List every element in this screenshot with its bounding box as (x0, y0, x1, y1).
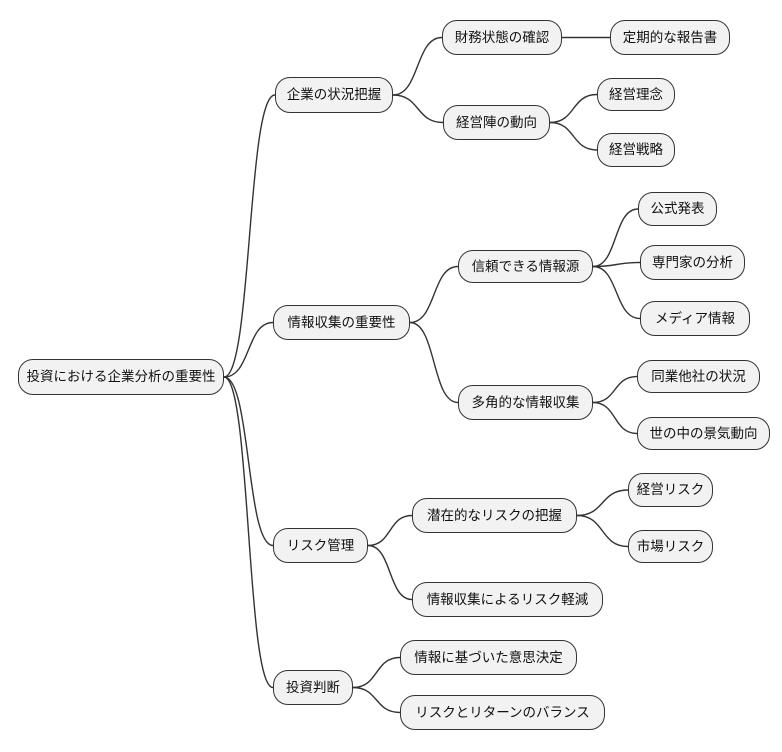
edge-root-k4 (223, 376, 274, 689)
node-label: 情報収集の重要性 (287, 314, 396, 330)
edge-k1-k1a (392, 36, 443, 96)
node-label: 世の中の景気動向 (649, 425, 758, 441)
mindmap-node-k2a1: 公式発表 (638, 192, 717, 226)
edge-root-k2 (223, 321, 274, 378)
node-label: 潜在的なリスクの把握 (427, 507, 562, 523)
mindmap-node-k1a1: 定期的な報告書 (610, 20, 730, 55)
mindmap-node-k3: リスク管理 (273, 528, 368, 563)
edge-k2-k2a (409, 265, 459, 324)
edge-k2a-k2a3 (592, 265, 641, 320)
edge-root-k1 (223, 94, 276, 378)
node-label: 投資判断 (286, 679, 340, 695)
node-label: リスクとリターンのバランス (415, 704, 590, 720)
edge-k3-k3b (367, 544, 413, 601)
mindmap-node-k2: 情報収集の重要性 (273, 305, 410, 340)
mindmap-node-k1b: 経営陣の動向 (443, 105, 550, 140)
node-label: 経営リスク (636, 482, 705, 498)
edge-k2b-k2b1 (592, 375, 638, 404)
edge-k3-k3a (367, 514, 413, 547)
edge-k2a-k2a1 (592, 208, 639, 268)
node-label: 情報に基づいた意思決定 (414, 649, 563, 665)
edge-k1b-k1b1 (549, 93, 598, 124)
mindmap-node-k2a3: メディア情報 (640, 301, 750, 336)
mindmap-node-k2a: 信頼できる情報源 (458, 250, 593, 283)
edge-k1-k1b (392, 94, 444, 124)
node-label: 定期的な報告書 (622, 29, 718, 45)
mindmap-node-k4: 投資判断 (273, 670, 353, 705)
mindmap-node-k3a: 潜在的なリスクの把握 (412, 498, 577, 533)
edge-k3a-k3a1 (576, 489, 629, 517)
mindmap-node-k1b1: 経営理念 (597, 78, 675, 111)
mindmap-node-k4b: リスクとリターンのバランス (400, 695, 605, 730)
node-label: 投資における企業分析の重要性 (26, 369, 216, 385)
edge-k2a-k2a2 (592, 261, 641, 268)
mindmap-node-k2b: 多角的な情報収集 (458, 385, 593, 420)
mindmap-node-k4a: 情報に基づいた意思決定 (400, 640, 577, 675)
node-label: 市場リスク (636, 538, 705, 554)
mindmap-node-k1b2: 経営戦略 (597, 133, 675, 167)
node-label: 経営戦略 (609, 142, 663, 158)
edge-k4-k4b (352, 686, 401, 714)
edge-k4-k4a (352, 656, 401, 689)
mindmap-node-root: 投資における企業分析の重要性 (18, 359, 224, 395)
node-label: 経営陣の動向 (456, 114, 537, 130)
mindmap-node-k2a2: 専門家の分析 (640, 245, 745, 280)
mindmap-node-k2b2: 世の中の景気動向 (637, 417, 770, 450)
node-label: 企業の状況把握 (286, 87, 382, 103)
node-label: 経営理念 (609, 86, 663, 102)
node-label: 公式発表 (650, 201, 705, 217)
node-label: 同業他社の状況 (651, 368, 746, 384)
edge-k3a-k3a2 (576, 514, 629, 548)
mindmap-node-k3a1: 経営リスク (628, 473, 713, 507)
node-label: 多角的な情報収集 (471, 394, 580, 410)
node-label: 専門家の分析 (652, 254, 733, 270)
edge-k2b-k2b2 (592, 401, 638, 435)
node-label: 信頼できる情報源 (471, 258, 580, 274)
edge-root-k3 (223, 376, 274, 547)
mindmap-node-k3b: 情報収集によるリスク軽減 (412, 582, 603, 617)
mindmap-node-k2b1: 同業他社の状況 (637, 360, 760, 393)
node-label: 財務状態の確認 (454, 29, 550, 45)
node-label: 情報収集によるリスク軽減 (426, 591, 589, 607)
mindmap-node-k1: 企業の状況把握 (275, 77, 393, 113)
mindmap-node-k3a2: 市場リスク (628, 530, 713, 563)
node-label: メディア情報 (654, 310, 736, 326)
edge-k1b-k1b2 (549, 121, 598, 151)
node-label: リスク管理 (286, 537, 355, 553)
mindmap-node-k1a: 財務状態の確認 (442, 20, 562, 55)
edge-k2-k2b (409, 321, 459, 404)
